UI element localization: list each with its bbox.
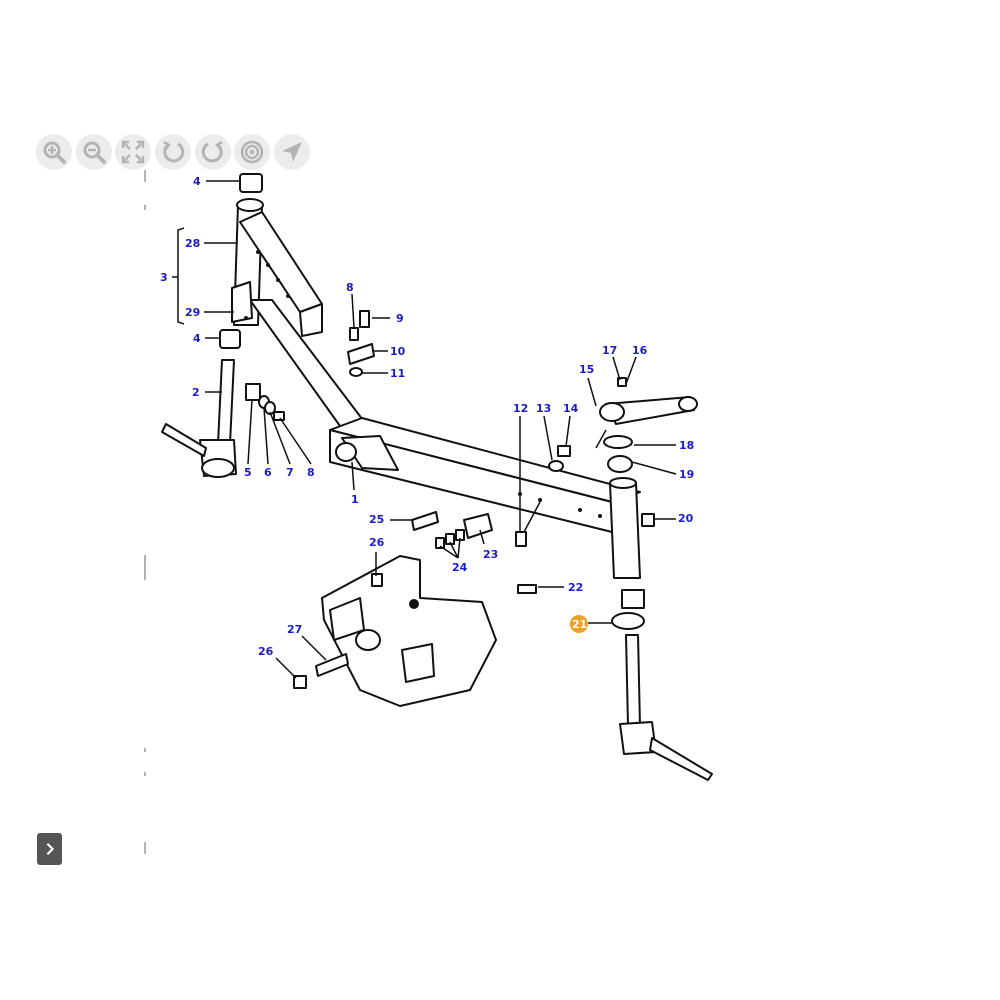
zoom-out-button[interactable] (76, 134, 112, 170)
target-icon (240, 140, 264, 164)
callout-18[interactable]: 18 (679, 439, 694, 452)
front-bracket (293, 555, 497, 707)
callout-11[interactable]: 11 (390, 367, 405, 380)
callout-8-lower[interactable]: 8 (307, 466, 315, 479)
callout-2[interactable]: 2 (192, 386, 200, 399)
callout-8-upper[interactable]: 8 (346, 281, 354, 294)
callout-16[interactable]: 16 (632, 344, 648, 357)
callout-4-top[interactable]: 4 (193, 175, 201, 188)
rotate-right-button[interactable] (195, 134, 231, 170)
navigate-icon (282, 142, 302, 162)
callout-1[interactable]: 1 (351, 493, 359, 506)
callout-22[interactable]: 22 (568, 581, 583, 594)
zoom-out-icon (83, 141, 106, 164)
leader-lines (172, 180, 677, 679)
callout-4-lower[interactable]: 4 (193, 332, 201, 345)
expand-panel-button[interactable] (37, 833, 62, 865)
callout-26-lower[interactable]: 26 (258, 645, 274, 658)
callout-5[interactable]: 5 (244, 466, 252, 479)
hardware-left (245, 383, 285, 421)
fullscreen-icon (121, 140, 145, 164)
callout-12[interactable]: 12 (513, 402, 528, 415)
callout-25[interactable]: 25 (369, 513, 384, 526)
callout-13[interactable]: 13 (536, 402, 551, 415)
zoom-in-icon (43, 141, 66, 164)
zoom-in-button[interactable] (36, 134, 72, 170)
callout-28[interactable]: 28 (185, 237, 200, 250)
callout-9[interactable]: 9 (396, 312, 404, 325)
callout-27[interactable]: 27 (287, 623, 302, 636)
fullscreen-button[interactable] (115, 134, 151, 170)
axle-arm-left (231, 198, 373, 441)
callout-10[interactable]: 10 (390, 345, 406, 358)
bushes (219, 173, 263, 349)
pivot-tube-right (595, 377, 713, 781)
callout-17[interactable]: 17 (602, 344, 617, 357)
callout-14[interactable]: 14 (563, 402, 579, 415)
callout-3[interactable]: 3 (160, 271, 168, 284)
rotate-left-icon (163, 140, 185, 163)
callouts: 1 2 3 4 4 5 6 7 8 8 9 10 11 12 13 14 15 … (160, 175, 694, 658)
hardware-pins (411, 511, 493, 549)
callout-21-highlight (570, 615, 588, 633)
axle-beam (329, 417, 641, 533)
hardware-upper (347, 310, 375, 377)
left-spindle (161, 359, 237, 478)
callout-7[interactable]: 7 (286, 466, 294, 479)
chevron-right-icon (46, 842, 54, 856)
hardware-mid (515, 445, 571, 547)
callout-24[interactable]: 24 (452, 561, 468, 574)
rotate-left-button[interactable] (155, 134, 191, 170)
callout-19[interactable]: 19 (679, 468, 694, 481)
navigate-button[interactable] (274, 134, 310, 170)
callout-23[interactable]: 23 (483, 548, 498, 561)
callout-29[interactable]: 29 (185, 306, 200, 319)
rotate-right-icon (201, 140, 223, 163)
callout-20[interactable]: 20 (678, 512, 694, 525)
callout-21[interactable]: 21 (572, 618, 587, 631)
callout-6[interactable]: 6 (264, 466, 272, 479)
target-button[interactable] (234, 134, 270, 170)
hardware-right (517, 435, 655, 594)
callout-15[interactable]: 15 (579, 363, 594, 376)
callout-26-upper[interactable]: 26 (369, 536, 385, 549)
